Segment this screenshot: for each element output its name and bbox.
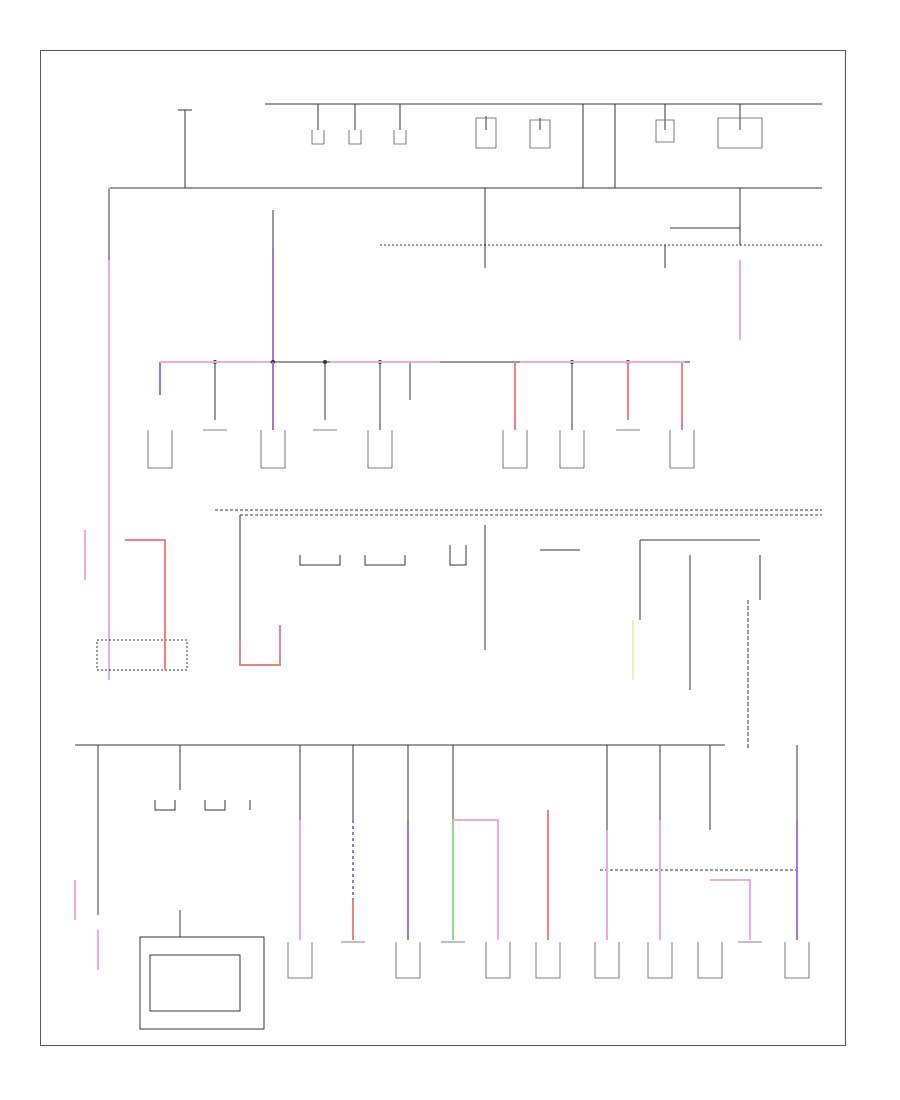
diagram-frame — [40, 50, 846, 1046]
mid-bus-2 — [215, 509, 822, 750]
bottom-drops — [97, 745, 800, 1030]
middle-bus — [159, 360, 690, 430]
bottom-components — [287, 941, 810, 979]
bottom-colored-wires — [74, 810, 798, 970]
injectors-row — [147, 429, 695, 469]
top-bus — [108, 103, 822, 268]
engine-control-module-area — [75, 530, 725, 746]
top-components — [311, 117, 763, 149]
